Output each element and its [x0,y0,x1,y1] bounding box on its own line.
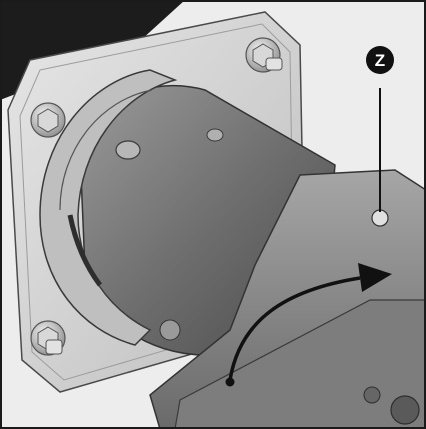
callout-label: Z [375,51,385,70]
callout-marker-icon [366,46,394,74]
motor-strap [67,214,103,287]
motor-flange [39,69,178,346]
motor-flange-ring [59,89,153,211]
motor-screw [115,140,141,160]
motor-screw [206,128,224,142]
motor-stud [159,319,181,341]
bolt-icon [30,320,66,356]
bolt-icon [245,37,283,73]
screw-z [371,209,389,227]
housing-front [174,299,426,429]
rotation-arrow-icon [225,263,392,387]
housing-port [390,395,420,425]
bolt-icon [30,102,66,138]
housing-port [363,386,381,404]
